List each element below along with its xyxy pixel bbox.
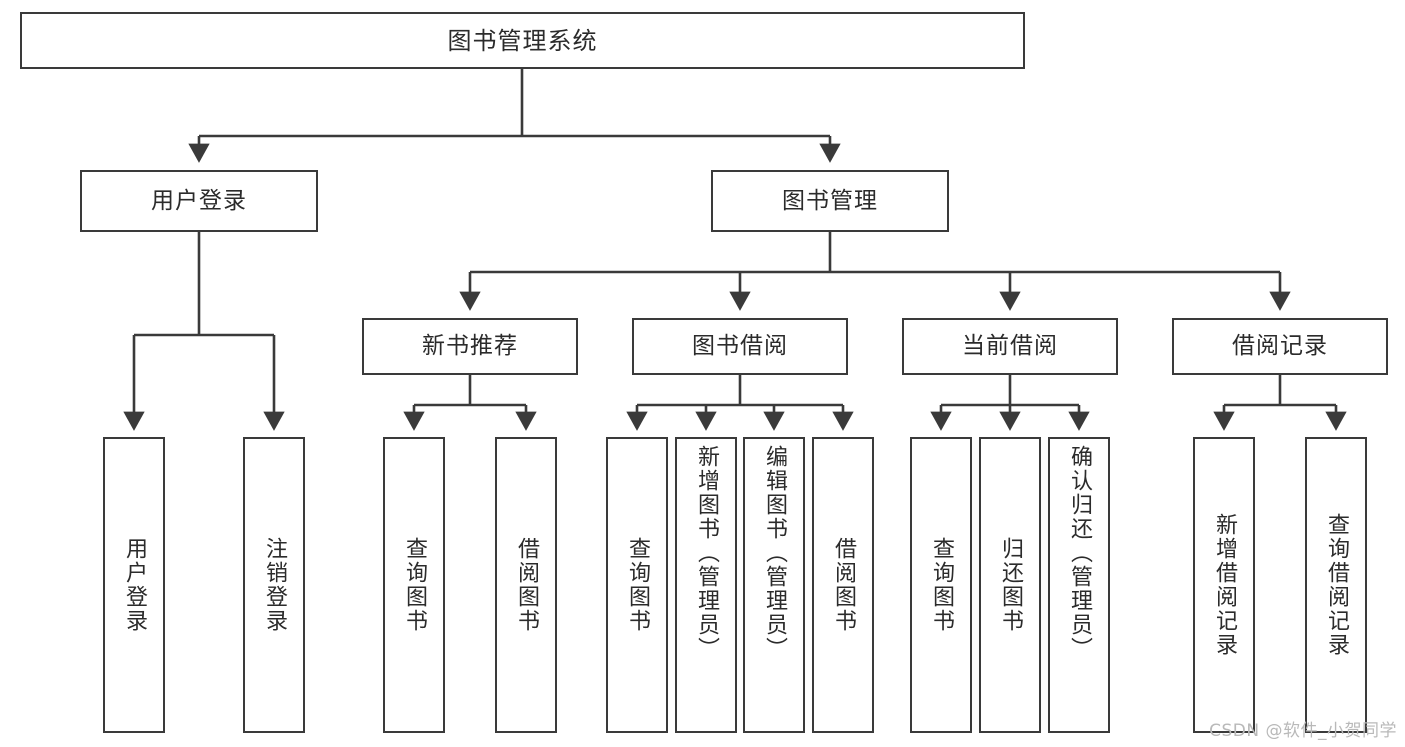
node-label: 新增图书（管理员） — [693, 445, 719, 661]
leaf-current-borrow-return-book[interactable]: 归还图书 — [979, 437, 1041, 733]
node-label: 查询图书 — [624, 537, 650, 633]
leaf-user-login-signout[interactable]: 注销登录 — [243, 437, 305, 733]
node-label: 注销登录 — [261, 537, 287, 633]
node-book-borrow[interactable]: 图书借阅 — [632, 318, 848, 375]
node-label: 查询借阅记录 — [1323, 513, 1349, 657]
node-current-borrow[interactable]: 当前借阅 — [902, 318, 1118, 375]
node-label: 新增借阅记录 — [1211, 513, 1237, 657]
leaf-borrow-record-query-record[interactable]: 查询借阅记录 — [1305, 437, 1367, 733]
node-label: 查询图书 — [928, 537, 954, 633]
node-label: 用户登录 — [121, 537, 147, 633]
node-label: 借阅图书 — [513, 537, 539, 633]
node-label: 查询图书 — [401, 537, 427, 633]
leaf-new-book-query-book[interactable]: 查询图书 — [383, 437, 445, 733]
node-new-book-recommend[interactable]: 新书推荐 — [362, 318, 578, 375]
node-label: 图书借阅 — [692, 333, 788, 359]
node-borrow-record[interactable]: 借阅记录 — [1172, 318, 1388, 375]
csdn-watermark: CSDN @软件_小贺同学 — [1209, 721, 1397, 741]
node-label: 新书推荐 — [422, 333, 518, 359]
leaf-book-borrow-borrow-book[interactable]: 借阅图书 — [812, 437, 874, 733]
leaf-new-book-borrow-book[interactable]: 借阅图书 — [495, 437, 557, 733]
node-label: 借阅图书 — [830, 537, 856, 633]
leaf-current-borrow-confirm-return-admin[interactable]: 确认归还（管理员） — [1048, 437, 1110, 733]
node-label: 归还图书 — [997, 537, 1023, 633]
node-label: 借阅记录 — [1232, 333, 1328, 359]
leaf-book-borrow-edit-book-admin[interactable]: 编辑图书（管理员） — [743, 437, 805, 733]
node-label: 确认归还（管理员） — [1066, 445, 1092, 661]
node-label: 编辑图书（管理员） — [761, 445, 787, 661]
node-label: 图书管理 — [782, 187, 878, 214]
node-label: 用户登录 — [151, 187, 247, 214]
leaf-book-borrow-add-book-admin[interactable]: 新增图书（管理员） — [675, 437, 737, 733]
leaf-current-borrow-query-book[interactable]: 查询图书 — [910, 437, 972, 733]
node-label: 当前借阅 — [962, 333, 1058, 359]
node-user-login[interactable]: 用户登录 — [80, 170, 318, 232]
leaf-book-borrow-query-book[interactable]: 查询图书 — [606, 437, 668, 733]
node-book-management[interactable]: 图书管理 — [711, 170, 949, 232]
node-root-system[interactable]: 图书管理系统 — [20, 12, 1025, 69]
node-label: 图书管理系统 — [447, 26, 598, 55]
leaf-user-login-signin[interactable]: 用户登录 — [103, 437, 165, 733]
leaf-borrow-record-add-record[interactable]: 新增借阅记录 — [1193, 437, 1255, 733]
